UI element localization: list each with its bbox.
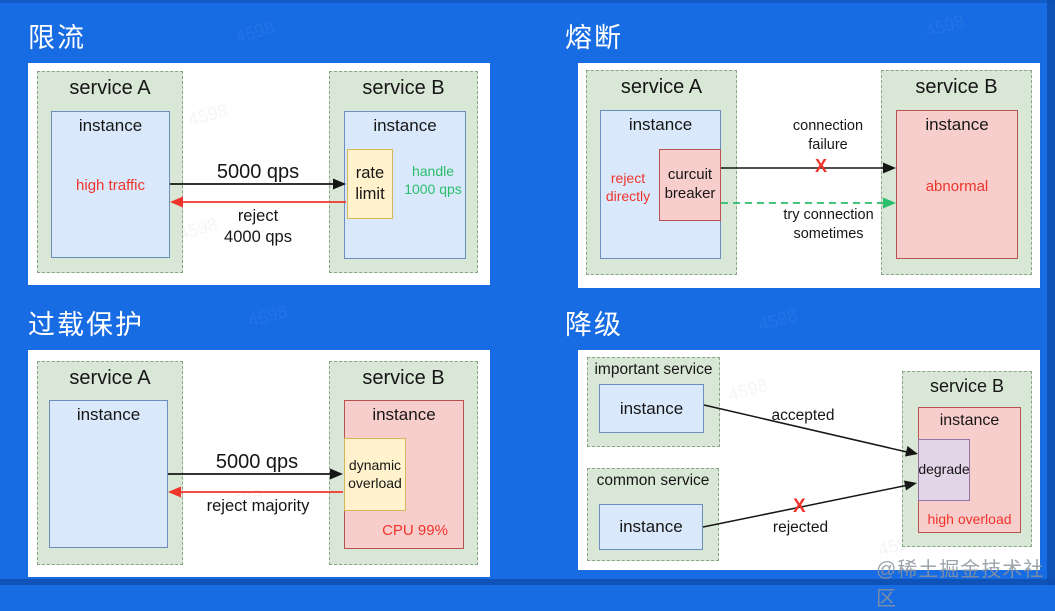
rejected-label: rejected bbox=[772, 519, 829, 536]
rejected-x-mark: X bbox=[793, 496, 806, 517]
instance-label: instance bbox=[939, 412, 1000, 429]
abnormal-note: abnormal bbox=[925, 178, 989, 195]
service-b-label: service B bbox=[929, 376, 1005, 396]
panel-circuit-breaking: 4598 service A instance reject directly … bbox=[578, 63, 1040, 288]
rate-limit-box: rate limit bbox=[347, 149, 393, 219]
service-b-label: service B bbox=[362, 77, 445, 99]
instance-label: instance bbox=[372, 405, 436, 424]
service-b-label: service B bbox=[362, 367, 445, 389]
instance-label: instance bbox=[76, 405, 141, 424]
high-traffic-note: high traffic bbox=[76, 177, 145, 194]
faint-watermark: 4598 bbox=[922, 10, 967, 42]
section-title-rate-limiting: 限流 bbox=[28, 23, 86, 53]
instance-label: instance bbox=[925, 115, 989, 134]
instance-box bbox=[896, 110, 1018, 259]
forward-arrow-label: 5000 qps bbox=[216, 161, 300, 183]
faint-watermark: 4598 bbox=[185, 99, 230, 131]
instance-label: instance bbox=[628, 115, 693, 134]
instance-label: instance bbox=[373, 116, 437, 135]
circuit-breaker-box: curcuit breaker bbox=[659, 149, 721, 221]
service-a-label: service A bbox=[69, 367, 151, 389]
service-a-label: service A bbox=[69, 77, 151, 99]
accepted-label: accepted bbox=[771, 407, 835, 424]
reject-directly-note: reject directly bbox=[605, 170, 651, 205]
faint-watermark: 4598 bbox=[245, 300, 290, 332]
forward-arrow-label: 5000 qps bbox=[215, 451, 299, 473]
instance-label: instance bbox=[78, 116, 143, 135]
service-b-label: service B bbox=[915, 76, 998, 98]
high-overload-note: high overload bbox=[927, 511, 1012, 527]
panel-rate-limiting: 4598 4598 service A instance high traffi… bbox=[28, 63, 490, 285]
section-title-circuit-breaking: 熔断 bbox=[565, 23, 623, 53]
reject-arrow-label: reject majority bbox=[206, 497, 310, 515]
try-connection-label: try connection sometimes bbox=[783, 207, 874, 242]
section-title-overload-protection: 过载保护 bbox=[28, 310, 144, 340]
common-service-label: common service bbox=[596, 472, 710, 489]
instance-box: instance bbox=[599, 504, 703, 550]
degrade-box: degrade bbox=[918, 439, 970, 501]
bottom-edge-strip bbox=[0, 579, 1055, 585]
important-service-label: important service bbox=[594, 361, 713, 378]
instance-box bbox=[51, 111, 170, 258]
faint-watermark: 4598 bbox=[755, 304, 800, 336]
instance-box: instance bbox=[599, 384, 704, 433]
right-edge-strip bbox=[1047, 0, 1055, 585]
top-edge-strip bbox=[0, 0, 1055, 3]
panel-overload-protection: 4598 service A instance service B instan… bbox=[28, 350, 490, 577]
faint-watermark: 4598 bbox=[725, 374, 770, 406]
section-title-degradation: 降级 bbox=[565, 310, 623, 340]
failure-x-mark: X bbox=[815, 156, 828, 176]
dynamic-overload-box: dynamic overload bbox=[344, 438, 406, 511]
faint-watermark: 4598 bbox=[232, 16, 277, 48]
handle-note: handle 1000 qps bbox=[404, 163, 462, 198]
connection-failure-label: connection failure bbox=[792, 118, 864, 153]
panel-degradation: 4598 4598 important service instance com… bbox=[578, 350, 1040, 570]
instance-box bbox=[49, 400, 168, 548]
service-a-label: service A bbox=[620, 76, 703, 98]
reject-arrow-label: reject 4000 qps bbox=[224, 207, 292, 247]
cpu-note: CPU 99% bbox=[382, 522, 448, 539]
